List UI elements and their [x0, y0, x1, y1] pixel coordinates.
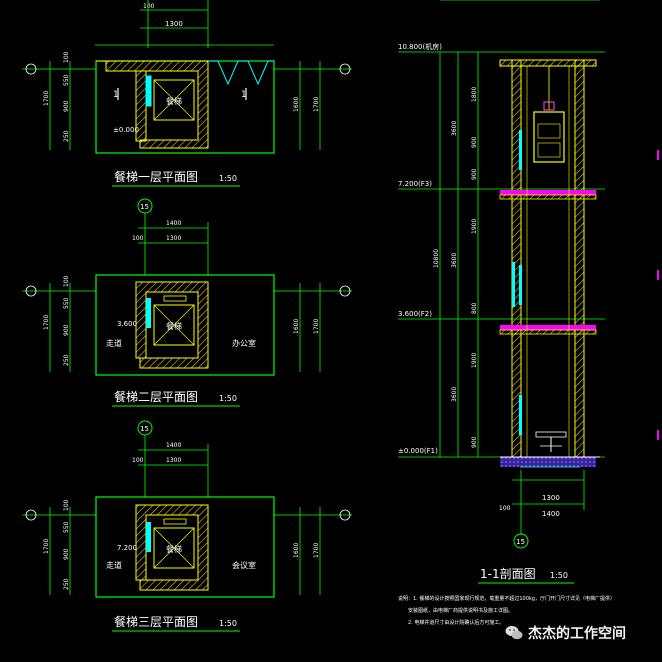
svg-text:800: 800: [471, 302, 478, 314]
plan1-title: 餐梯一层平面图: [114, 169, 198, 184]
svg-text:1300: 1300: [542, 494, 560, 502]
svg-text:1600: 1600: [293, 319, 300, 334]
svg-text:900: 900: [471, 136, 478, 148]
car-label: 餐梯: [166, 96, 182, 106]
plan3-title: 餐梯三层平面图: [114, 614, 198, 629]
svg-text:餐梯: 餐梯: [166, 544, 182, 554]
svg-text:1300: 1300: [166, 235, 181, 242]
left-room: 走道: [106, 338, 122, 348]
svg-text:1:50: 1:50: [550, 571, 568, 580]
level-label: ±0.000(F1): [398, 447, 438, 455]
watermark-text: 杰杰的工作空间: [528, 626, 626, 642]
svg-text:1700: 1700: [313, 319, 320, 334]
section-1-1: 10.800(机房) 7.200(F3) 3.600(F2) ±0.000(F1…: [398, 0, 659, 584]
axis-bubble: [513, 533, 529, 549]
svg-text:1600: 1600: [293, 97, 300, 112]
svg-text:250: 250: [63, 578, 70, 590]
svg-text:1:50: 1:50: [219, 174, 237, 183]
svg-text:安装图纸，由电梯厂商提供说明书及施工详图。: 安装图纸，由电梯厂商提供说明书及施工详图。: [408, 607, 513, 614]
axis-marker: [25, 509, 37, 521]
svg-text:餐梯: 餐梯: [166, 321, 182, 331]
svg-text:1700: 1700: [43, 315, 50, 330]
svg-text:1400: 1400: [166, 220, 181, 227]
svg-text:15: 15: [516, 538, 525, 546]
svg-text:900: 900: [63, 324, 70, 336]
svg-text:1: 1: [113, 90, 119, 100]
svg-text:15: 15: [140, 203, 149, 211]
svg-text:3600: 3600: [451, 387, 458, 402]
svg-text:1700: 1700: [43, 539, 50, 554]
svg-text:550: 550: [63, 297, 70, 309]
section-title: 1-1剖面图: [480, 567, 536, 581]
svg-text:1400: 1400: [542, 510, 560, 518]
svg-text:1: 1: [241, 90, 247, 100]
svg-text:550: 550: [63, 521, 70, 533]
svg-text:100: 100: [63, 51, 70, 63]
svg-text:15: 15: [140, 425, 149, 433]
elevator-car: [153, 79, 195, 121]
svg-text:3.600: 3.600: [117, 320, 137, 328]
svg-text:1700: 1700: [43, 91, 50, 106]
svg-text:1300: 1300: [166, 457, 181, 464]
svg-text:100: 100: [143, 3, 155, 10]
svg-text:250: 250: [63, 130, 70, 142]
svg-text:3600: 3600: [451, 253, 458, 268]
elevator-car: [533, 111, 565, 163]
notes: 说明：1. 餐梯的设计按照国家现行规范，载重量不超过100kg，厅门开门尺寸详见…: [398, 595, 615, 626]
svg-text:900: 900: [63, 100, 70, 112]
axis-marker: [25, 63, 37, 75]
svg-text:100: 100: [63, 275, 70, 287]
axis-marker: [339, 285, 351, 297]
svg-text:1900: 1900: [471, 353, 478, 368]
svg-text:250: 250: [63, 354, 70, 366]
svg-text:100: 100: [132, 457, 144, 464]
elevator-car: [153, 304, 195, 346]
svg-text:900: 900: [63, 548, 70, 560]
watermark: 杰杰的工作空间: [505, 620, 662, 646]
left-room: 走道: [106, 560, 122, 570]
plan-3: 15 1400 100 1300 餐梯 7.200 走道 会议室 100 550…: [22, 420, 352, 632]
svg-text:1300: 1300: [165, 20, 183, 28]
level-label: 7.200(F3): [398, 180, 432, 188]
axis-marker: [339, 63, 351, 75]
axis-marker: [25, 285, 37, 297]
svg-text:1:50: 1:50: [219, 619, 237, 628]
axis-marker: [339, 509, 351, 521]
wechat-icon: [505, 626, 523, 640]
svg-text:1800: 1800: [471, 87, 478, 102]
svg-text:10800: 10800: [433, 249, 440, 268]
svg-text:100: 100: [63, 499, 70, 511]
plan0-fragment: 100 1300: [140, 0, 209, 48]
svg-text:说明：1. 餐梯的设计按照国家现行规范，载重量不超过100k: 说明：1. 餐梯的设计按照国家现行规范，载重量不超过100kg，厅门开门尺寸详见…: [398, 595, 615, 602]
svg-text:900: 900: [471, 168, 478, 180]
svg-text:2. 电梯井道尺寸由设计院确认后方可施工。: 2. 电梯井道尺寸由设计院确认后方可施工。: [408, 619, 504, 626]
right-room: 办公室: [232, 338, 256, 348]
level-label: 10.800(机房): [398, 42, 442, 51]
level-label: 3.600(F2): [398, 310, 432, 318]
plan-1: 餐梯 1 1 ±0.000 100 550 1700 900 250 1600 …: [22, 44, 352, 187]
svg-text:100: 100: [132, 235, 144, 242]
svg-text:900: 900: [471, 436, 478, 448]
svg-text:3600: 3600: [451, 121, 458, 136]
svg-text:1900: 1900: [471, 219, 478, 234]
plan2-title: 餐梯二层平面图: [114, 389, 198, 404]
svg-text:1400: 1400: [166, 442, 181, 449]
elevation-label: ±0.000: [113, 126, 139, 134]
svg-text:1:50: 1:50: [219, 394, 237, 403]
elevator-car: [153, 527, 195, 569]
svg-text:1700: 1700: [313, 543, 320, 558]
svg-text:1600: 1600: [293, 543, 300, 558]
plan-2: 15 1400 100 1300 餐梯 3.600 走道 办公室 100 550…: [22, 198, 352, 407]
svg-text:550: 550: [63, 74, 70, 86]
svg-text:1700: 1700: [313, 97, 320, 112]
svg-text:100: 100: [499, 505, 511, 512]
svg-text:7.200: 7.200: [117, 544, 137, 552]
right-room: 会议室: [232, 560, 256, 570]
